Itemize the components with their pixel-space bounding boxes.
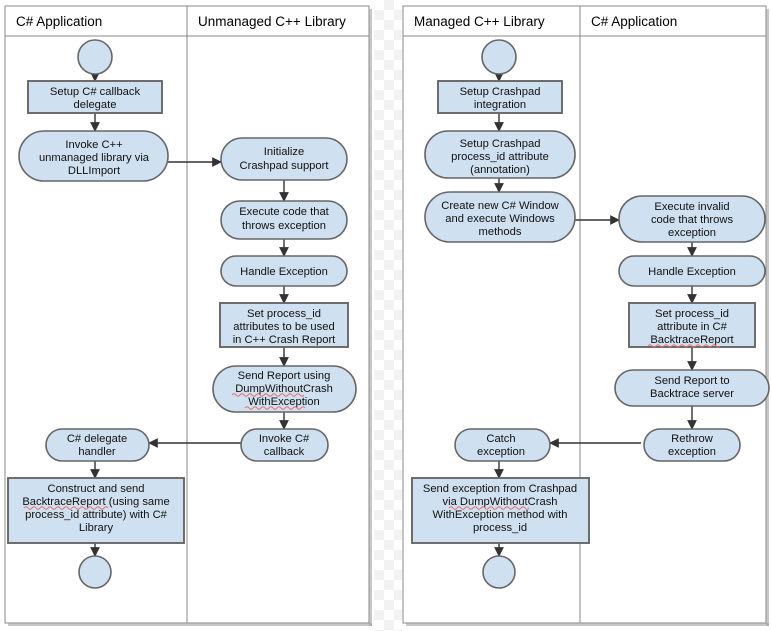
node-execute-code-that-throws-exception[interactable]: Execute code that throws exception	[220, 200, 348, 240]
node-line: and execute Windows	[445, 213, 555, 225]
node-line: Invoke C++	[65, 139, 122, 151]
node-line: delegate	[74, 99, 117, 111]
frame-shadow-bottom-right	[406, 623, 769, 626]
lane-title-csharp-app-right: C# Application	[591, 14, 677, 29]
node-line: Library	[79, 522, 114, 534]
node-line: Setup C# callback	[50, 86, 141, 98]
node-line: Catch	[486, 433, 515, 445]
node-line: process_id attribute	[451, 151, 549, 163]
node-csharp-delegate-handler[interactable]: C# delegate handler	[45, 428, 150, 462]
node-line: Initialize	[264, 146, 304, 158]
node-line: Set process_id	[247, 308, 321, 320]
lane-header-managed-cpp	[402, 5, 581, 37]
node-send-exception-from-crashpad[interactable]: Send exception from Crashpad via DumpWit…	[411, 477, 590, 544]
node-send-report-to-backtrace-server[interactable]: Send Report to Backtrace server	[614, 369, 770, 407]
node-line: Execute code that	[239, 206, 329, 218]
spellcheck-underline-icon	[244, 406, 306, 410]
node-line: Backtrace server	[650, 388, 734, 400]
node-line: Create new C# Window	[441, 200, 559, 212]
node-line: in C++ Crash Report	[233, 334, 336, 346]
node-handle-exception-right[interactable]: Handle Exception	[618, 255, 766, 287]
edges-left	[90, 72, 289, 557]
frame-shadow-right-left	[369, 9, 372, 626]
node-line: Execute invalid	[654, 201, 729, 213]
node-line: Crashpad support	[240, 160, 330, 172]
lane-header-csharp-app-left	[4, 5, 188, 37]
node-line: attributes to be used	[233, 321, 334, 333]
node-line: integration	[474, 99, 526, 111]
start-node-right[interactable]	[481, 39, 517, 75]
node-set-process-id-attribute-csharp[interactable]: Set process_id attribute in C# Backtrace…	[628, 302, 756, 348]
node-line: exception	[477, 446, 525, 458]
frame-shadow-right-right	[766, 9, 769, 626]
node-line: exception	[668, 446, 716, 458]
node-line: BacktraceReport (using same	[22, 496, 169, 508]
node-line: Handle Exception	[240, 266, 328, 278]
node-line: Set process_id	[655, 308, 729, 320]
node-catch-exception[interactable]: Catch exception	[454, 428, 551, 462]
spellcheck-underline-icon	[448, 506, 530, 510]
node-setup-crashpad-integration[interactable]: Setup Crashpad integration	[437, 80, 563, 114]
node-line: Construct and send	[47, 483, 144, 495]
node-line: BacktraceReport	[650, 334, 734, 346]
node-line: Rethrow	[671, 433, 714, 445]
node-line: DLLImport	[68, 165, 121, 177]
spellcheck-underline-icon	[647, 344, 721, 348]
node-invoke-csharp-callback[interactable]: Invoke C# callback	[240, 428, 329, 462]
frame-shadow-bottom-left	[8, 623, 372, 626]
node-rethrow-exception[interactable]: Rethrow exception	[643, 428, 741, 462]
node-line: Setup Crashpad	[460, 86, 541, 98]
node-line: Setup Crashpad	[460, 138, 541, 150]
end-node-left[interactable]	[78, 555, 112, 589]
end-node-right[interactable]	[482, 555, 516, 589]
node-line: C# delegate	[67, 433, 127, 445]
node-line: handler	[78, 446, 116, 458]
node-line: Invoke C#	[259, 433, 310, 445]
node-line: Send Report to	[654, 375, 729, 387]
node-line: exception	[668, 227, 716, 239]
lane-title-csharp-app-left: C# Application	[16, 14, 102, 29]
lane-title-unmanaged-cpp: Unmanaged C++ Library	[198, 14, 346, 29]
start-node-left[interactable]	[77, 39, 113, 75]
left-diagram: C# Application Unmanaged C++ Library	[4, 5, 372, 626]
node-construct-and-send-backtracereport[interactable]: Construct and send BacktraceReport (usin…	[7, 477, 185, 544]
node-line: WithException method with	[433, 509, 568, 521]
node-line: methods	[479, 226, 522, 238]
node-create-new-csharp-window[interactable]: Create new C# Window and execute Windows…	[424, 191, 576, 243]
node-set-process-id-attributes-cpp[interactable]: Set process_id attributes to be used in …	[219, 302, 349, 348]
node-line: Send exception from Crashpad	[423, 483, 577, 495]
node-line: code that throws	[651, 214, 733, 226]
node-setup-crashpad-process-id-attribute[interactable]: Setup Crashpad process_id attribute (ann…	[424, 130, 576, 179]
node-line: Send Report using	[238, 370, 331, 382]
node-send-report-using-dumpwithoutcrashwithexception[interactable]: Send Report using DumpWithoutCrash WithE…	[212, 365, 357, 413]
node-initialize-crashpad-support[interactable]: Initialize Crashpad support	[220, 137, 348, 181]
node-handle-exception-left[interactable]: Handle Exception	[220, 255, 348, 287]
spellcheck-underline-icon	[23, 506, 109, 510]
node-setup-csharp-callback-delegate[interactable]: Setup C# callback delegate	[27, 80, 163, 114]
lane-header-unmanaged-cpp	[186, 5, 370, 37]
node-line: process_id	[473, 522, 527, 534]
node-line: WithException	[248, 396, 320, 408]
right-diagram: Managed C++ Library C# Application Setup…	[402, 5, 770, 626]
node-line: callback	[264, 446, 305, 458]
node-execute-invalid-code-throws-exception[interactable]: Execute invalid code that throws excepti…	[618, 195, 766, 243]
node-line: (annotation)	[470, 164, 530, 176]
node-line: DumpWithoutCrash	[235, 383, 333, 395]
node-invoke-cpp-unmanaged-library-via-dllimport[interactable]: Invoke C++ unmanaged library via DLLImpo…	[18, 130, 169, 182]
node-line: Handle Exception	[648, 266, 736, 278]
spellcheck-underline-icon	[231, 393, 305, 397]
lane-title-managed-cpp: Managed C++ Library	[414, 14, 545, 29]
node-line: process_id attribute) with C#	[25, 509, 168, 521]
node-line: via DumpWithoutCrash	[442, 496, 557, 508]
node-line: throws exception	[242, 220, 326, 232]
node-line: attribute in C#	[657, 321, 727, 333]
panel-gutter	[374, 0, 402, 631]
node-line: unmanaged library via	[39, 152, 150, 164]
